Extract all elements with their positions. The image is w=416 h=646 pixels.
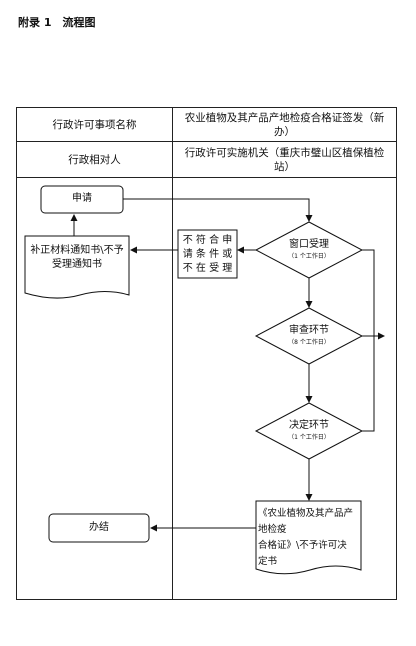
not-qualified-label: 不 符 合 申 请 条 件 或 不 在 受 理 <box>178 234 237 276</box>
decision-label: 决定环节 （1 个工作日） <box>259 419 359 442</box>
authority-label: 行政许可实施机关（重庆市璧山区植保植检站） <box>173 142 396 178</box>
arrow-apply-to-window <box>123 198 313 222</box>
item-name-value: 农业植物及其产品产地检疫合格证签发（新办） <box>173 108 396 142</box>
not-qualified-line-1: 不 符 合 申 <box>182 235 233 246</box>
column-divider <box>172 177 173 599</box>
window-label: 窗口受理 （1 个工作日） <box>259 238 359 261</box>
supplement-line-1: 补正材料通知书\不予 <box>30 245 124 256</box>
certificate-document-node <box>255 500 362 575</box>
apply-label: 申请 <box>72 193 92 204</box>
certificate-line-1: 《农业植物及其产品产地检疫 <box>258 508 354 535</box>
review-days: （8 个工作日） <box>288 339 330 346</box>
certificate-line-3: 定书 <box>258 556 278 567</box>
not-qualified-line-3: 不 在 受 理 <box>182 263 233 274</box>
not-qualified-node <box>177 229 238 279</box>
item-name-label: 行政许可事项名称 <box>17 108 173 142</box>
decision-title: 决定环节 <box>289 420 329 431</box>
review-title: 审查环节 <box>289 325 329 336</box>
connector-review-to-window <box>362 249 375 432</box>
counterpart-label: 行政相对人 <box>17 142 173 178</box>
decision-days: （1 个工作日） <box>288 434 330 441</box>
done-label: 办结 <box>89 522 109 533</box>
done-node <box>48 513 150 543</box>
supplement-line-2: 受理通知书 <box>52 259 102 270</box>
certificate-label: 《农业植物及其产品产地检疫 合格证》\不予许可决 定书 <box>258 506 360 570</box>
flowchart-table: 行政许可事项名称 农业植物及其产品产地检疫合格证签发（新办） 行政相对人 行政许… <box>16 107 397 600</box>
supplement-label: 补正材料通知书\不予 受理通知书 <box>25 244 129 272</box>
page-title: 附录 1 流程图 <box>18 16 96 29</box>
window-days: （1 个工作日） <box>288 253 330 260</box>
not-qualified-line-2: 请 条 件 或 <box>182 249 233 260</box>
window-title: 窗口受理 <box>289 239 329 250</box>
certificate-line-2: 合格证》\不予许可决 <box>258 540 347 551</box>
supplement-document-node <box>24 235 130 299</box>
review-label: 审查环节 （8 个工作日） <box>259 324 359 347</box>
